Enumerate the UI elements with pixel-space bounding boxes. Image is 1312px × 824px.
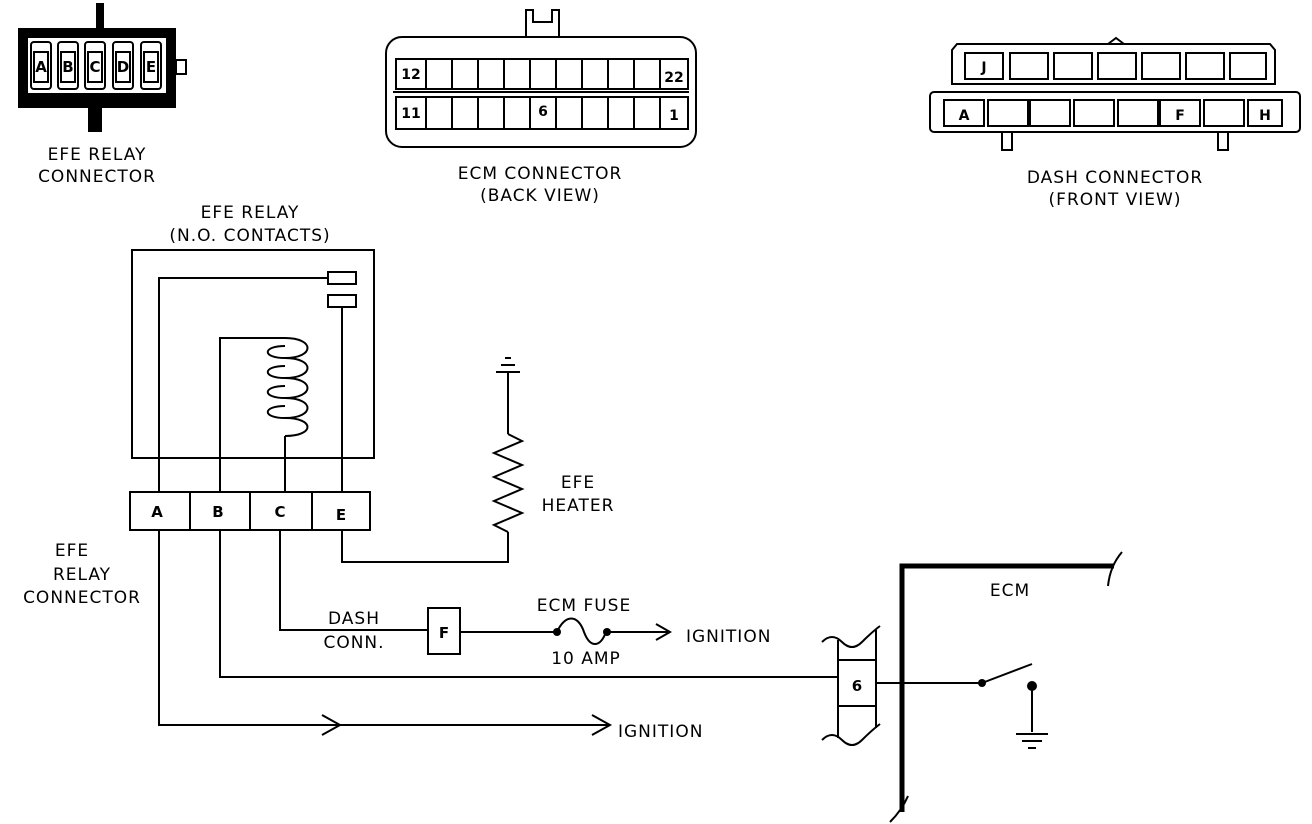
dash-conn-label-2: CONN. xyxy=(323,633,384,653)
relay-pin-b xyxy=(189,491,251,531)
ecm-connector-break-top xyxy=(821,625,881,648)
ecm-outline-break-bottom xyxy=(889,795,909,823)
dash-connector-lower-row xyxy=(943,99,1283,127)
ignition-arrow-mid xyxy=(321,714,343,736)
relay-pin-c xyxy=(249,491,313,531)
dash-connector-title: DASH CONNECTOR xyxy=(1027,168,1203,188)
ecm-label: ECM xyxy=(990,581,1030,601)
ecm-module-outline xyxy=(899,563,1114,812)
pin-label-b: B xyxy=(62,58,73,76)
pin-label-a: A xyxy=(35,58,47,76)
dash-conn-label-1: DASH xyxy=(328,609,380,629)
efe-relay-schematic: EFE RELAY (N.O. CONTACTS) A B C E EFE RE… xyxy=(23,203,375,608)
wire-relay-c-to-dash xyxy=(279,530,428,631)
fuse-rating: 10 AMP xyxy=(551,649,621,669)
relay-housing xyxy=(131,249,375,459)
dash-pin-h: H xyxy=(1259,108,1271,124)
wire-relay-a-to-ignition xyxy=(158,530,608,726)
relay-b-ecm-circuit: 6 ECM xyxy=(219,530,1123,823)
relay-subtitle: (N.O. CONTACTS) xyxy=(169,226,330,246)
heater-resistor xyxy=(491,433,525,533)
fuse-label: ECM FUSE xyxy=(537,596,631,616)
heater-label-1: EFE xyxy=(561,473,595,493)
ignition-fuse-circuit: DASH CONN. F ECM FUSE 10 AMP IGNITION xyxy=(279,530,771,669)
efe-heater-circuit: EFE HEATER xyxy=(341,357,615,563)
relay-pin-label-c: C xyxy=(274,503,285,521)
ecm-pin-1: 1 xyxy=(669,108,679,124)
pin-label-c: C xyxy=(89,58,100,76)
connector-side-key xyxy=(175,59,187,75)
relay-contact-upper xyxy=(327,271,357,285)
connector-cavity-e: E xyxy=(140,41,162,90)
ecm-pin-6: 6 xyxy=(538,104,548,120)
wire-relay-e-to-heater xyxy=(341,530,509,563)
dash-pin-a: A xyxy=(959,108,970,124)
pin-label-e: E xyxy=(146,58,156,76)
dash-conn-pin-f-label: F xyxy=(439,624,449,642)
relay-pin-label-b: B xyxy=(212,503,223,521)
heater-label-2: HEATER xyxy=(542,496,615,516)
relay-a-ignition-circuit: IGNITION xyxy=(158,530,703,742)
ignition-label-2: IGNITION xyxy=(618,722,703,742)
efe-relay-connector-view: A B C D E EFE RELAY CONNECTOR xyxy=(18,3,187,187)
ecm-connector-latch xyxy=(525,9,560,37)
dash-pin-f: F xyxy=(1175,108,1185,124)
connector-tab xyxy=(88,104,102,132)
ecm-connector-subtitle: (BACK VIEW) xyxy=(480,186,600,206)
ignition-label-1: IGNITION xyxy=(686,627,771,647)
ecm-connector-top-row xyxy=(395,58,689,90)
relay-pin-e xyxy=(311,491,371,531)
connector-cavity-a: A xyxy=(30,41,52,90)
ignition-arrow-1 xyxy=(655,623,673,641)
connector-cavity-b: B xyxy=(57,41,79,90)
connector-cavity-d: D xyxy=(112,41,134,90)
connector-latch xyxy=(96,3,104,29)
relay-connector-label-3: CONNECTOR xyxy=(23,588,141,608)
relay-title: EFE RELAY xyxy=(201,203,300,223)
ignition-arrow-2 xyxy=(591,714,613,736)
ecm-switch-arm xyxy=(981,663,1033,684)
connector-cavity-c: C xyxy=(84,41,106,90)
ecm-pin-22: 22 xyxy=(664,70,683,86)
relay-connector-label-2: RELAY xyxy=(53,565,111,585)
dash-connector-view: J A F H DASH CONNECTOR (FRONT VIEW) xyxy=(929,36,1301,210)
relay-contact-lower xyxy=(327,294,357,308)
pin-label-d: D xyxy=(117,58,129,76)
relay-coil xyxy=(266,337,309,437)
dash-pin-j: J xyxy=(980,60,986,76)
ecm-outline-break-top xyxy=(1107,551,1123,587)
ecm-connector-break-bottom xyxy=(821,723,881,746)
efe-relay-connector-subtitle: CONNECTOR xyxy=(38,167,156,187)
wire-relay-b-internal xyxy=(219,337,285,492)
ecm-pin-6-label: 6 xyxy=(852,677,862,695)
ecm-connector-view: 12 22 11 6 1 ECM CONNECTOR (BACK VIEW) xyxy=(385,9,697,206)
relay-pin-label-e: E xyxy=(336,506,346,524)
wire-relay-b-to-ecm xyxy=(219,530,840,678)
relay-pin-label-a: A xyxy=(151,503,163,521)
dash-connector-upper-row xyxy=(964,52,1267,80)
ecm-pin-11: 11 xyxy=(401,106,420,122)
efe-relay-connector-title: EFE RELAY xyxy=(48,145,147,165)
fuse-element xyxy=(556,617,607,645)
wire-relay-a-internal xyxy=(158,277,328,492)
ecm-connector-title: ECM CONNECTOR xyxy=(458,164,623,184)
ecm-connector-bottom-row xyxy=(395,96,689,130)
ecm-pin-12: 12 xyxy=(401,67,420,83)
relay-connector-label-1: EFE xyxy=(55,541,89,561)
ecm-pin-6-box xyxy=(837,659,877,707)
dash-connector-subtitle: (FRONT VIEW) xyxy=(1049,190,1182,210)
